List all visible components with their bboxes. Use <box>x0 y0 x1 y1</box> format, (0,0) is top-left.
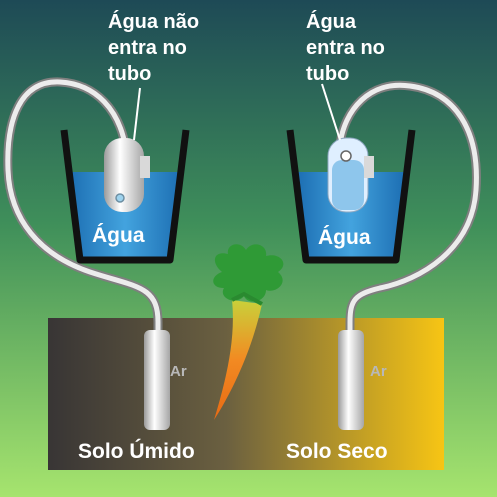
left-top-caption: Água não entra no tubo <box>108 10 205 85</box>
right-top-caption: Água entra no tubo <box>306 10 390 85</box>
left-top-line-1: Água não <box>108 10 199 33</box>
carrot-icon <box>213 244 284 420</box>
right-beaker <box>286 83 416 264</box>
left-air-label: Ar <box>170 363 187 380</box>
right-top-line-3: tubo <box>306 63 349 85</box>
left-soil-probe <box>144 330 170 430</box>
left-beaker <box>60 87 190 264</box>
left-top-line-3: tubo <box>108 63 151 85</box>
right-top-line-2: entra no <box>306 37 385 59</box>
left-water-label: Água <box>92 224 145 247</box>
right-top-line-1: Água <box>306 10 357 33</box>
dry-soil-label: Solo Seco <box>286 440 388 463</box>
wet-soil-label: Solo Úmido <box>78 439 195 463</box>
left-top-line-2: entra no <box>108 37 187 59</box>
right-water-label: Água <box>318 226 371 249</box>
right-soil-probe <box>338 330 364 430</box>
right-air-label: Ar <box>370 363 387 380</box>
